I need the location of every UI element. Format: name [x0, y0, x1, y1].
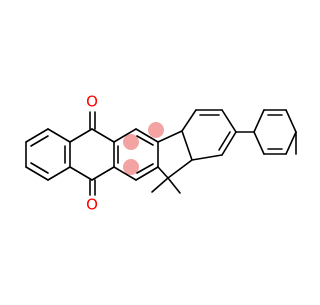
atom-highlight-2	[123, 159, 139, 175]
bond	[167, 177, 181, 194]
bond	[181, 109, 197, 132]
bond	[113, 166, 137, 181]
bond	[30, 135, 49, 147]
bond	[191, 154, 223, 161]
bond	[91, 128, 115, 143]
oxygen-label-top: O	[86, 93, 98, 111]
atom-highlights	[123, 122, 164, 175]
bond	[136, 135, 154, 146]
bond	[25, 128, 49, 143]
bond	[136, 163, 154, 174]
bond	[135, 128, 159, 143]
bond	[218, 131, 231, 151]
molecule-structure: O O	[25, 93, 297, 214]
atom-labels: O O	[86, 93, 98, 214]
bond	[30, 162, 49, 174]
atom-highlight-1	[123, 134, 139, 150]
bond	[151, 177, 169, 193]
oxygen-label-bottom: O	[86, 196, 98, 214]
bond	[253, 131, 265, 155]
bond	[221, 109, 237, 133]
bonds	[25, 109, 297, 196]
bond	[47, 128, 71, 143]
bond	[135, 166, 159, 181]
bond	[47, 166, 71, 181]
bond	[221, 131, 237, 156]
bond	[25, 166, 49, 181]
bond	[181, 130, 193, 161]
bond	[157, 130, 183, 143]
bond	[167, 159, 193, 179]
bond	[69, 166, 93, 181]
bond	[69, 128, 93, 143]
bond	[285, 131, 297, 155]
bond	[113, 128, 137, 143]
bond	[285, 109, 297, 133]
bond	[91, 166, 115, 181]
bond	[157, 166, 169, 179]
bond	[253, 109, 265, 133]
atom-highlight-3	[148, 122, 164, 138]
molecule-canvas: O O	[25, 92, 297, 214]
